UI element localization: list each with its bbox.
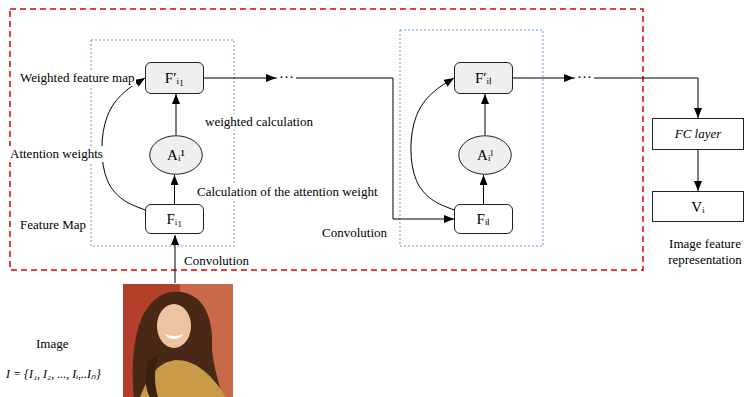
attention-block	[400, 30, 543, 246]
weighted-feature-map-box: F′ᵢₗ	[454, 62, 513, 94]
ellipsis: ···	[575, 69, 594, 85]
feature-map-box: Fᵢₗ	[454, 204, 513, 234]
row-label: Attention weights	[8, 146, 105, 162]
node-text: FC layer	[675, 125, 722, 143]
ellipse-outline	[150, 136, 203, 175]
row-label: Feature Map	[18, 217, 88, 233]
node-text: Vᵢ	[691, 198, 704, 216]
input-formula: I = {I₁, I₂, ..., Iᵢ,..Iₙ}	[4, 366, 103, 382]
module-boundary	[10, 9, 643, 270]
fc-layer-box: FC layer	[652, 118, 744, 150]
connector-arrow	[513, 78, 698, 118]
connector-arrow	[176, 94, 177, 135]
node-text: Aᵢ¹	[167, 146, 185, 164]
input-label: Image	[34, 336, 70, 352]
node-text: Fᵢ₁	[166, 210, 182, 228]
node-text: Aᵢˡ	[477, 146, 493, 164]
step-label: Convolution	[182, 253, 251, 269]
ellipsis: ···	[277, 69, 296, 85]
connector-arrow	[102, 78, 145, 210]
connector-arrow	[483, 175, 484, 204]
ellipse-outline	[459, 136, 512, 175]
connector-arrow	[411, 78, 454, 210]
attention-weight-ellipse: Aᵢˡ	[458, 135, 512, 175]
feature-vector-box: Vᵢ	[652, 191, 744, 222]
feature-map-box: Fᵢ₁	[145, 204, 204, 234]
attention-weight-ellipse: Aᵢ¹	[149, 135, 203, 175]
step-label: Convolution	[320, 225, 389, 241]
node-text: F′ᵢₗ	[475, 69, 492, 87]
connector-arrow	[698, 150, 699, 191]
weighted-feature-map-box: F′ᵢ₁	[145, 62, 204, 94]
output-label: Image feature representation	[660, 236, 749, 268]
step-label: weighted calculation	[203, 114, 315, 130]
node-text: F′ᵢ₁	[165, 69, 184, 87]
node-text: Fᵢₗ	[477, 210, 491, 228]
step-label: Calculation of the attention weight	[195, 184, 380, 200]
portrait-photo	[123, 284, 233, 397]
convolution-arrow	[175, 235, 176, 283]
connector-arrow	[485, 94, 486, 135]
connector-arrow	[174, 175, 175, 204]
row-label: Weighted feature map	[18, 70, 136, 86]
